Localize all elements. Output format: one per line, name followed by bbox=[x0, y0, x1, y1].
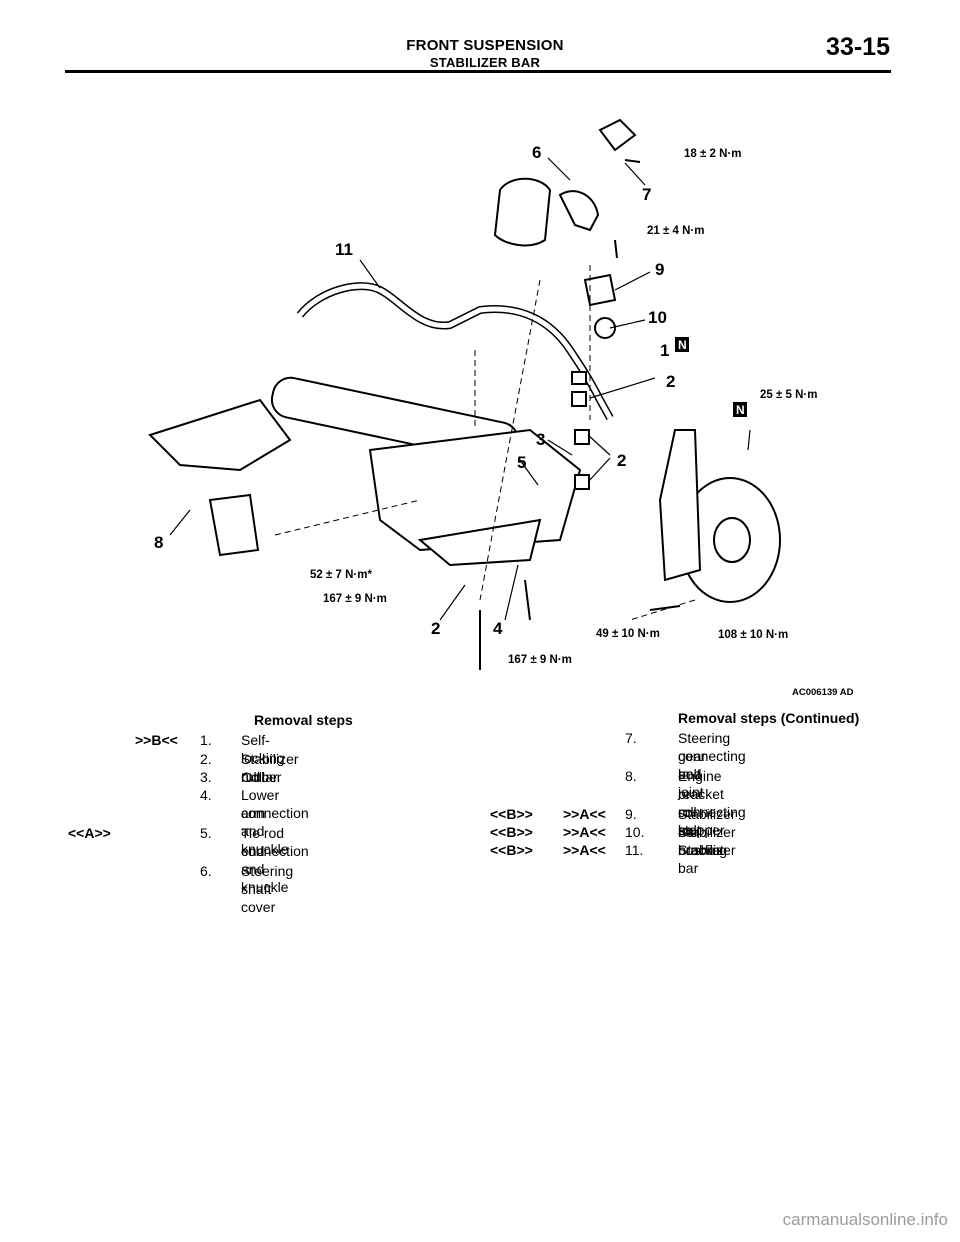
step-text-continued: connection bbox=[241, 843, 309, 859]
step-text: Stabilizer rubber bbox=[241, 751, 299, 785]
callout-7: 7 bbox=[642, 185, 651, 204]
step-text: Stabilizer bar bbox=[678, 842, 736, 876]
torque-52: 52 ± 7 N·m* bbox=[310, 569, 372, 581]
callout-2-middle: 2 bbox=[617, 451, 626, 470]
callout-4: 4 bbox=[493, 619, 503, 638]
n-badge-knuckle: N bbox=[733, 402, 747, 417]
step-ref: >>B<< bbox=[135, 732, 178, 748]
step-number: 10. bbox=[625, 824, 645, 840]
torque-49: 49 ± 10 N·m bbox=[596, 628, 660, 640]
step-number: 3. bbox=[200, 769, 212, 785]
step-number: 4. bbox=[200, 787, 212, 803]
stabilizer-bar-exploded-diagram: 6 7 11 9 10 1 2 3 2 5 8 2 4 N N 18 ± 2 N… bbox=[148, 118, 854, 698]
torque-108: 108 ± 10 N·m bbox=[718, 629, 788, 641]
subsection-title: STABILIZER BAR bbox=[429, 55, 541, 70]
svg-text:N: N bbox=[736, 403, 745, 417]
callout-1: 1 bbox=[660, 341, 669, 360]
step-text: Tie rod end and knuckle bbox=[241, 825, 289, 895]
header-rule bbox=[65, 70, 891, 73]
knuckle-drawing bbox=[658, 429, 702, 582]
callout-2-upper: 2 bbox=[666, 372, 675, 391]
step-number: 5. bbox=[200, 825, 212, 841]
step-text-continued: connection bbox=[241, 805, 309, 821]
step-text: Stabilizer bar bracket bbox=[678, 806, 736, 858]
svg-text:N: N bbox=[678, 338, 687, 352]
step-number: 9. bbox=[625, 806, 637, 822]
step-text: Engine rear roll stopper bbox=[678, 768, 725, 838]
step-ref: <<A>> bbox=[68, 825, 111, 841]
removal-steps-heading: Removal steps bbox=[254, 712, 353, 728]
torque-25: 25 ± 5 N·m bbox=[760, 389, 817, 401]
step-text: Steering shaft cover bbox=[241, 863, 294, 915]
step-number: 1. bbox=[200, 732, 212, 748]
torque-21: 21 ± 4 N·m bbox=[647, 225, 704, 237]
removal-steps-continued-heading: Removal steps (Continued) bbox=[678, 710, 860, 726]
callout-8: 8 bbox=[154, 533, 163, 552]
step-number: 7. bbox=[625, 730, 637, 746]
diagram-linework bbox=[148, 118, 781, 670]
step-text: Collar bbox=[241, 769, 278, 785]
n-badge-nut: N bbox=[675, 337, 689, 352]
steering-shaft-cover-drawing bbox=[493, 177, 552, 247]
step-ref-installation: <<B>> bbox=[490, 842, 533, 858]
step-ref-installation: <<B>> bbox=[490, 824, 533, 840]
lower-arm-drawing bbox=[148, 398, 292, 472]
page-number: 33-15 bbox=[826, 33, 890, 61]
callout-9: 9 bbox=[655, 260, 664, 279]
step-text-continued: connecting bolt bbox=[678, 748, 746, 782]
step-text: Lower arm and knuckle bbox=[241, 787, 289, 857]
step-text: Self-locking nut bbox=[241, 732, 285, 784]
callout-11: 11 bbox=[335, 240, 353, 259]
figure-code: AC006139 AD bbox=[792, 687, 854, 698]
step-ref-removal: >>A<< bbox=[563, 842, 606, 858]
step-number: 11. bbox=[625, 842, 644, 858]
step-number: 2. bbox=[200, 751, 212, 767]
callout-5: 5 bbox=[517, 453, 526, 472]
callout-6: 6 bbox=[532, 143, 541, 162]
torque-18: 18 ± 2 N·m bbox=[684, 148, 741, 160]
step-text-continued: bracket connecting bolt bbox=[678, 786, 746, 838]
torque-167-lower: 167 ± 9 N·m bbox=[508, 654, 572, 666]
torque-167-upper: 167 ± 9 N·m bbox=[323, 593, 387, 605]
step-number: 8. bbox=[625, 768, 637, 784]
step-ref-removal: >>A<< bbox=[563, 824, 606, 840]
step-ref-removal: >>A<< bbox=[563, 806, 606, 822]
step-ref-installation: <<B>> bbox=[490, 806, 533, 822]
callout-3: 3 bbox=[536, 430, 545, 449]
step-text: Stabilizer bushing bbox=[678, 824, 736, 858]
section-title: FRONT SUSPENSION bbox=[406, 37, 564, 54]
step-number: 6. bbox=[200, 863, 212, 879]
callout-2-lower: 2 bbox=[431, 619, 440, 638]
crossmember-drawing bbox=[368, 428, 582, 552]
watermark: carmanualsonline.info bbox=[782, 1210, 948, 1229]
step-text: Steering gear and joint bbox=[678, 730, 731, 800]
callout-10: 10 bbox=[648, 308, 667, 327]
